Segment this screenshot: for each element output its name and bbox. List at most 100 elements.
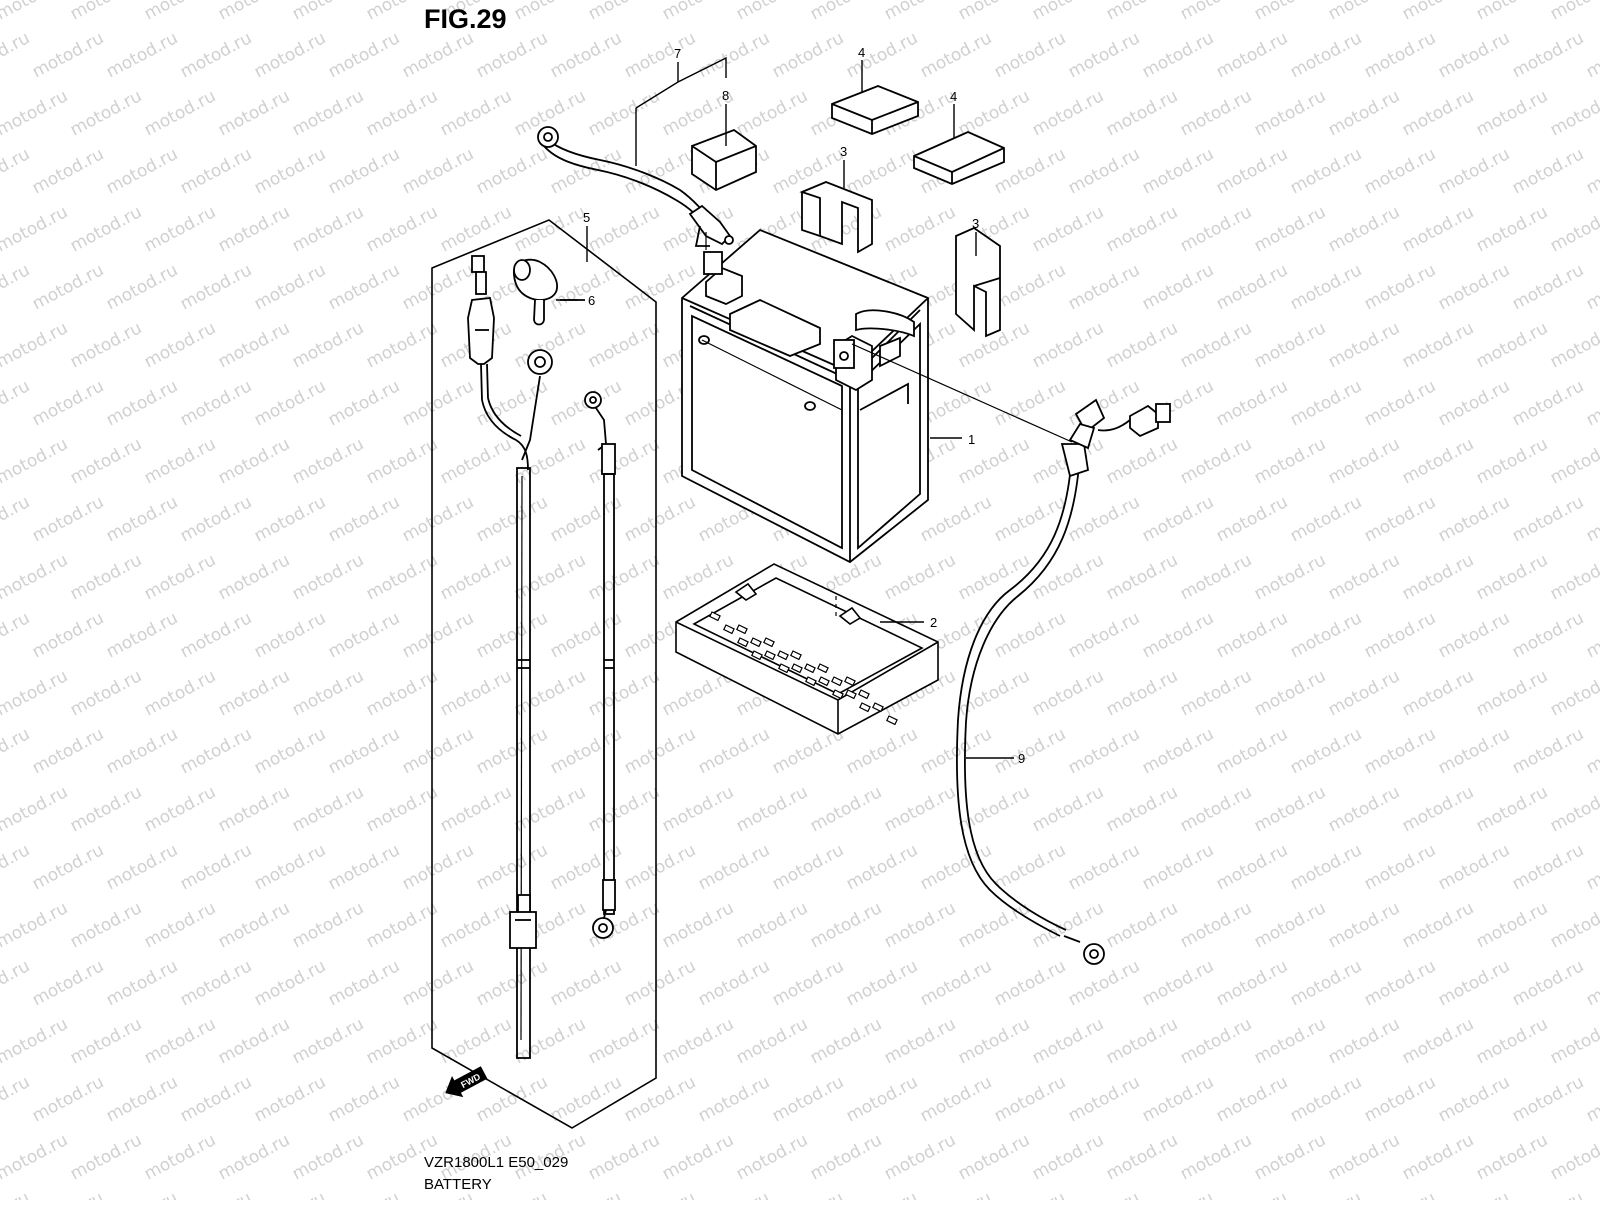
watermark-text: motod.ru — [67, 202, 145, 256]
watermark-text: motod.ru — [769, 1072, 847, 1126]
watermark-text: motod.ru — [1325, 0, 1403, 24]
tray-slot — [831, 676, 843, 687]
watermark-text: motod.ru — [399, 144, 477, 198]
watermark-text: motod.ru — [103, 956, 181, 1010]
watermark-text: motod.ru — [1287, 1188, 1365, 1200]
watermark-text: motod.ru — [807, 0, 885, 24]
watermark-text: motod.ru — [325, 724, 403, 778]
watermark-text: motod.ru — [0, 28, 33, 82]
watermark-text: motod.ru — [1509, 840, 1587, 894]
watermark-text: motod.ru — [67, 318, 145, 372]
watermark-text: motod.ru — [1509, 608, 1587, 662]
watermark-text: motod.ru — [1583, 1188, 1600, 1200]
diagram-caption: BATTERY — [424, 1176, 492, 1193]
leader-lines — [556, 56, 1014, 759]
watermark-text: motod.ru — [769, 28, 847, 82]
watermark-text: motod.ru — [1213, 28, 1291, 82]
watermark-text: motod.ru — [1139, 28, 1217, 82]
watermark-text: motod.ru — [769, 1188, 847, 1200]
watermark-text: motod.ru — [177, 376, 255, 430]
watermark-text: motod.ru — [1029, 86, 1107, 140]
watermark-text: motod.ru — [289, 86, 367, 140]
watermark-text: motod.ru — [363, 898, 441, 952]
watermark-text: motod.ru — [955, 550, 1033, 604]
watermark-text: motod.ru — [1103, 318, 1181, 372]
watermark-text: motod.ru — [473, 956, 551, 1010]
watermark-text: motod.ru — [363, 86, 441, 140]
watermark-text: motod.ru — [215, 1014, 293, 1068]
watermark-text: motod.ru — [1473, 550, 1551, 604]
tray-slot — [737, 637, 749, 648]
watermark-text: motod.ru — [29, 608, 107, 662]
watermark-text: motod.ru — [289, 898, 367, 952]
watermark-text: motod.ru — [1103, 0, 1181, 24]
watermark-text: motod.ru — [1325, 434, 1403, 488]
watermark-text: motod.ru — [1325, 1130, 1403, 1184]
watermark-text: motod.ru — [177, 956, 255, 1010]
watermark-text: motod.ru — [1361, 492, 1439, 546]
watermark-text: motod.ru — [1177, 86, 1255, 140]
watermark-text: motod.ru — [473, 492, 551, 546]
watermark-text: motod.ru — [177, 608, 255, 662]
pad-upper-drawing — [799, 181, 873, 254]
watermark-text: motod.ru — [399, 956, 477, 1010]
watermark-text: motod.ru — [67, 550, 145, 604]
watermark-text: motod.ru — [1139, 1188, 1217, 1200]
watermark-text: motod.ru — [177, 840, 255, 894]
watermark-text: motod.ru — [215, 898, 293, 952]
watermark-text: motod.ru — [1177, 898, 1255, 952]
watermark-text: motod.ru — [843, 956, 921, 1010]
watermark-text: motod.ru — [0, 1072, 33, 1126]
watermark-text: motod.ru — [991, 608, 1069, 662]
watermark-text: motod.ru — [325, 28, 403, 82]
watermark-text: motod.ru — [103, 840, 181, 894]
watermark-text: motod.ru — [1251, 86, 1329, 140]
watermark-text: motod.ru — [67, 782, 145, 836]
watermark-text: motod.ru — [437, 782, 515, 836]
watermark-text: motod.ru — [289, 550, 367, 604]
watermark-text: motod.ru — [215, 550, 293, 604]
watermark-text: motod.ru — [1139, 840, 1217, 894]
tray-slot — [872, 702, 884, 713]
watermark-text: motod.ru — [955, 0, 1033, 24]
watermark-text: motod.ru — [585, 782, 663, 836]
watermark-text: motod.ru — [251, 724, 329, 778]
watermark-text: motod.ru — [1547, 898, 1600, 952]
watermark-text: motod.ru — [695, 840, 773, 894]
callout-6: 6 — [588, 293, 595, 308]
watermark-text: motod.ru — [511, 782, 589, 836]
watermark-text: motod.ru — [1103, 550, 1181, 604]
watermark-text: motod.ru — [1435, 260, 1513, 314]
watermark-text: motod.ru — [1583, 260, 1600, 314]
watermark-text: motod.ru — [1287, 840, 1365, 894]
watermark-text: motod.ru — [1287, 608, 1365, 662]
watermark-text: motod.ru — [1473, 86, 1551, 140]
watermark-text: motod.ru — [843, 724, 921, 778]
watermark-text: motod.ru — [1065, 840, 1143, 894]
watermark-text: motod.ru — [843, 840, 921, 894]
tray-slot — [845, 689, 857, 700]
watermark-text: motod.ru — [695, 1072, 773, 1126]
watermark-text: motod.ru — [0, 666, 71, 720]
watermark-text: motod.ru — [29, 28, 107, 82]
watermark-text: motod.ru — [1251, 550, 1329, 604]
watermark-text: motod.ru — [991, 376, 1069, 430]
spacer-upper-drawing — [831, 85, 919, 135]
watermark-text: motod.ru — [1213, 376, 1291, 430]
watermark-text: motod.ru — [289, 666, 367, 720]
watermark-text: motod.ru — [585, 434, 663, 488]
watermark-text: motod.ru — [733, 1014, 811, 1068]
watermark-text: motod.ru — [67, 898, 145, 952]
watermark-text: motod.ru — [1399, 1130, 1477, 1184]
watermark-text: motod.ru — [1325, 86, 1403, 140]
watermark-text: motod.ru — [177, 144, 255, 198]
watermark-text: motod.ru — [0, 434, 71, 488]
watermark-text: motod.ru — [881, 1014, 959, 1068]
watermark-text: motod.ru — [1509, 492, 1587, 546]
watermark-text: motod.ru — [769, 840, 847, 894]
watermark-text: motod.ru — [177, 492, 255, 546]
watermark-text: motod.ru — [103, 144, 181, 198]
watermark-text: motod.ru — [511, 550, 589, 604]
watermark-text: motod.ru — [511, 666, 589, 720]
